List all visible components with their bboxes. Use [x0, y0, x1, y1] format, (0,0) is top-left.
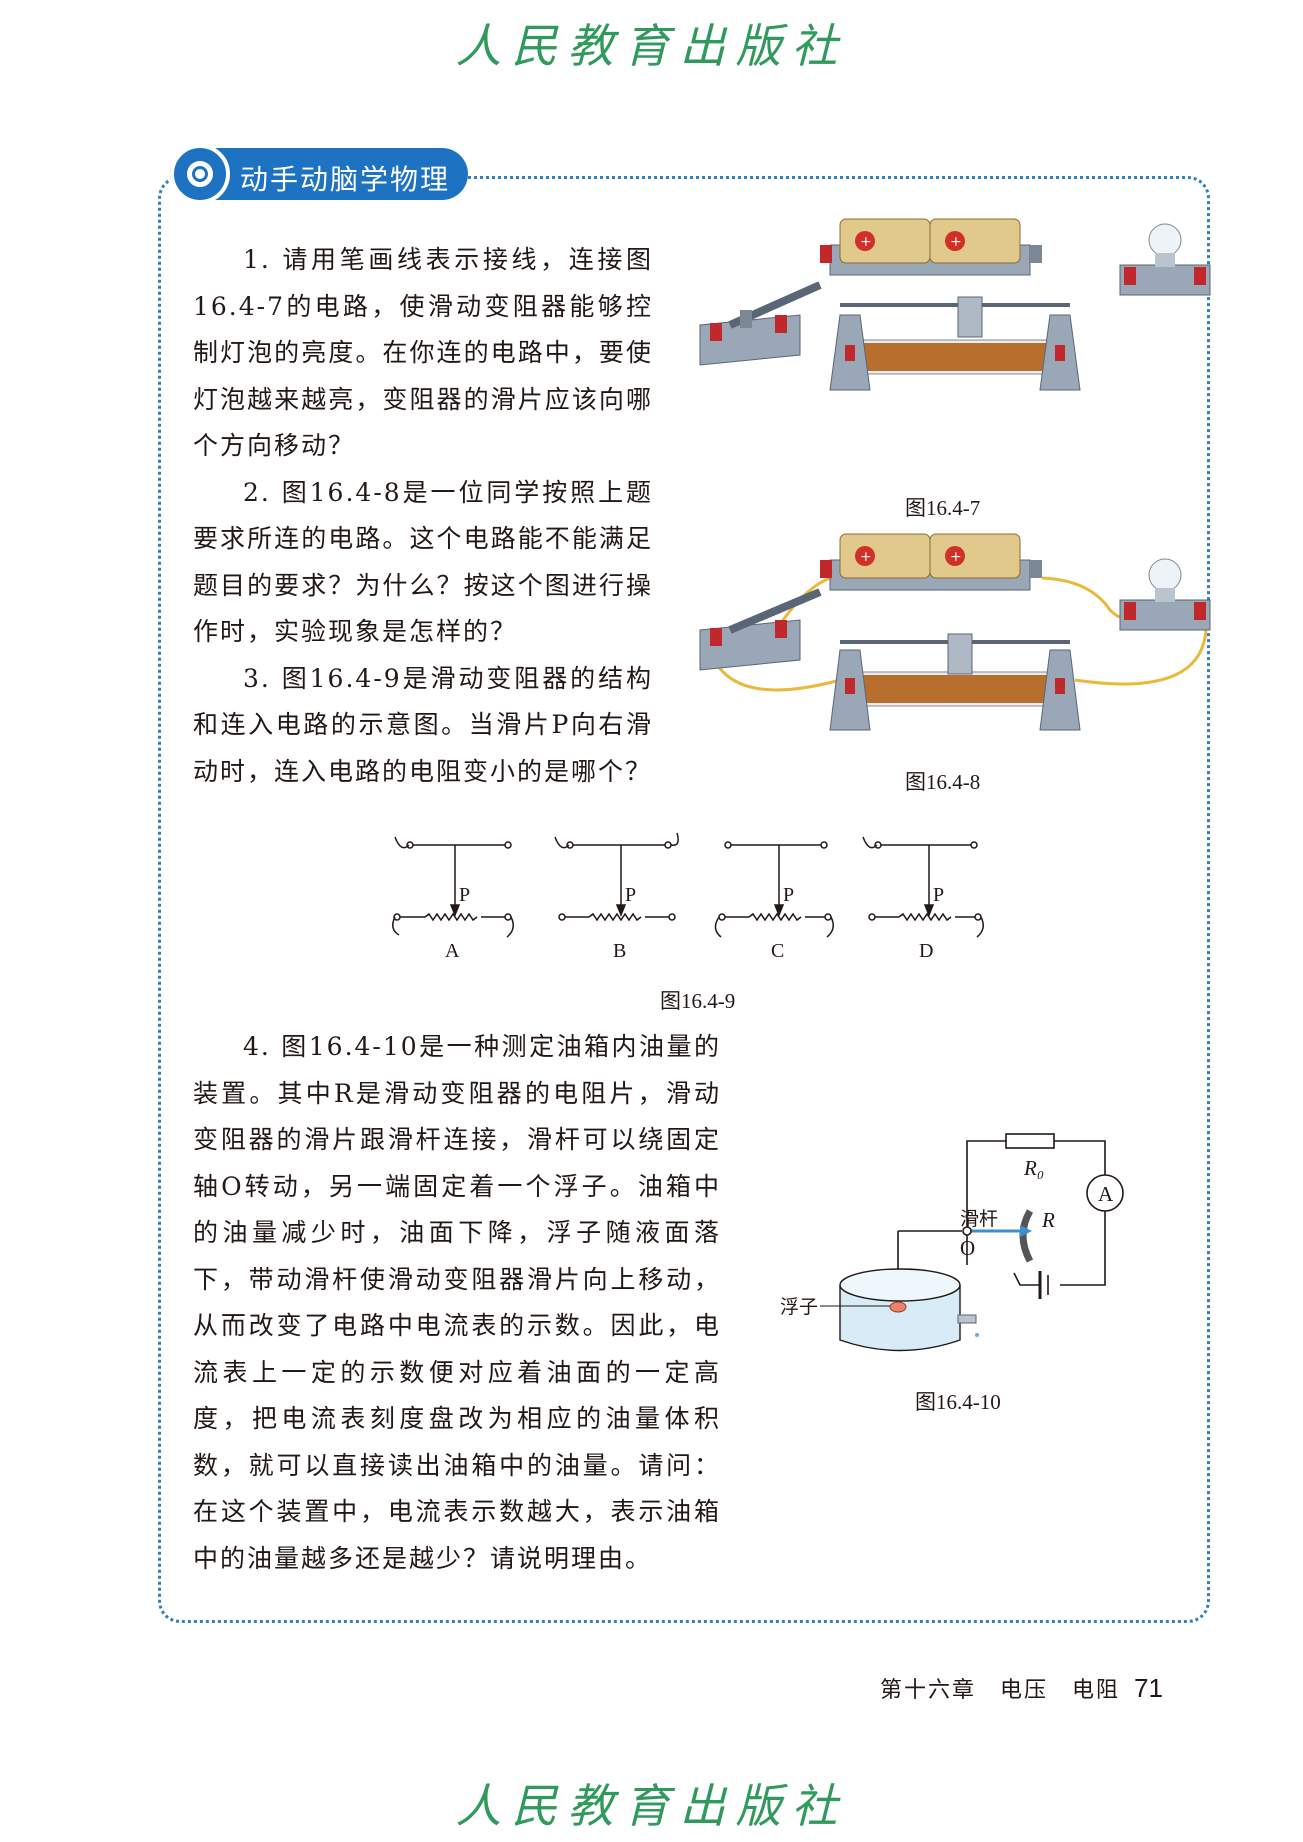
- figure-caption-16-4-10: 图16.4-10: [915, 1390, 1001, 1414]
- option-label-b: B: [613, 940, 626, 962]
- oil-tank: [839, 1268, 979, 1352]
- section-title: 动手动脑学物理: [240, 163, 451, 196]
- questions-4: 4. 图16.4-10是一种测定油箱内油量的装置。其中R是滑动变阻器的电阻片，滑…: [193, 1024, 721, 1582]
- figure-16-4-10: A R₀ 滑杆 O R 浮子: [780, 1133, 1124, 1352]
- figure-16-4-9: P P P P A B C D: [392, 832, 984, 962]
- question-2: 2. 图16.4-8是一位同学按照上题要求所连的电路。这个电路能不能满足题目的要…: [193, 477, 653, 647]
- publisher-logo-top: 人民教育出版社: [455, 19, 848, 73]
- float-label: 浮子: [780, 1296, 818, 1318]
- resistor-r0: [1005, 1133, 1055, 1149]
- r0-label: R₀: [1023, 1156, 1044, 1180]
- sliding-rheostat: [829, 633, 1081, 731]
- page-footer: 第十六章 电压 电阻 71: [880, 1672, 1202, 1704]
- page-number: 71: [1134, 1673, 1163, 1703]
- question-1: 1. 请用笔画线表示接线，连接图16.4-7的电路，使滑动变阻器能够控制灯泡的亮…: [193, 245, 653, 460]
- option-b-diagram: [554, 832, 679, 922]
- svg-text:+: +: [860, 549, 872, 565]
- knife-switch: [699, 588, 822, 671]
- chapter-title: 第十六章 电压 电阻: [880, 1678, 1121, 1703]
- slider-label-c: P: [783, 884, 794, 906]
- ammeter: [1086, 1174, 1124, 1212]
- battery-pack: + +: [820, 218, 1042, 276]
- option-label-c: C: [771, 940, 784, 962]
- ammeter-label: A: [1098, 1182, 1114, 1206]
- svg-text:+: +: [950, 234, 962, 250]
- exercise-box: [158, 176, 1210, 1623]
- slider-label-d: P: [933, 884, 944, 906]
- questions-1-3: 1. 请用笔画线表示接线，连接图16.4-7的电路，使滑动变阻器能够控制灯泡的亮…: [193, 237, 653, 795]
- lamp: [1119, 223, 1211, 296]
- resistor-r: [1019, 1209, 1034, 1263]
- figure-16-4-8: + +: [699, 533, 1211, 731]
- lever-label: 滑杆: [960, 1208, 998, 1230]
- svg-text:+: +: [950, 549, 962, 565]
- pivot-label: O: [960, 1236, 975, 1260]
- option-d-diagram: [862, 836, 984, 938]
- option-c-diagram: [714, 841, 834, 938]
- figure-caption-16-4-8: 图16.4-8: [905, 770, 981, 794]
- option-label-a: A: [445, 940, 460, 962]
- figure-caption-16-4-7: 图16.4-7: [905, 496, 981, 520]
- publisher-logo-bottom: 人民教育出版社: [455, 1779, 848, 1833]
- question-4: 4. 图16.4-10是一种测定油箱内油量的装置。其中R是滑动变阻器的电阻片，滑…: [193, 1032, 721, 1573]
- sliding-rheostat: [829, 296, 1081, 391]
- slider-label-b: P: [625, 884, 636, 906]
- pivot-o: [962, 1226, 972, 1236]
- magnifier-icon: [170, 144, 230, 204]
- lamp: [1119, 558, 1211, 631]
- option-a-diagram: [392, 836, 514, 938]
- figure-16-4-7: + +: [699, 218, 1211, 391]
- battery-pack: + +: [820, 533, 1042, 591]
- slider-label-a: P: [459, 884, 470, 906]
- knife-switch: [699, 281, 822, 366]
- figure-caption-16-4-9: 图16.4-9: [660, 989, 736, 1013]
- question-3: 3. 图16.4-9是滑动变阻器的结构和连入电路的示意图。当滑片P向右滑动时，连…: [193, 663, 653, 786]
- resistor-label: R: [1041, 1208, 1055, 1232]
- section-title-tab: 动手动脑学物理: [170, 144, 468, 204]
- svg-text:+: +: [860, 234, 872, 250]
- option-label-d: D: [919, 940, 933, 962]
